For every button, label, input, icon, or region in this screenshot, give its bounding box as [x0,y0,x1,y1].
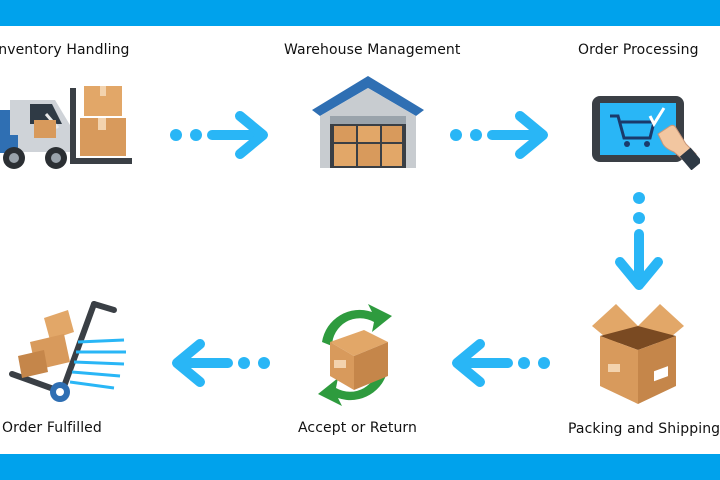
bottom-banner [0,454,720,480]
flow-arrow-down [615,192,663,290]
top-banner [0,0,720,26]
step-label-order-fulfilled: Order Fulfilled [2,420,102,436]
open-box-icon [592,304,684,404]
step-label-inventory-handling: Inventory Handling [0,42,130,58]
step-label-accept-or-return: Accept or Return [298,420,417,436]
step-label-order-processing: Order Processing [578,42,699,58]
step-label-warehouse-management: Warehouse Management [284,42,461,58]
flow-arrow-right-2 [450,111,548,159]
warehouse-icon [312,76,424,168]
flow-arrow-left-2 [172,339,270,387]
hand-truck-icon [9,301,126,402]
flow-arrow-left-1 [452,339,550,387]
recycle-box-icon [318,304,392,406]
tablet-cart-icon [592,96,700,170]
forklift-icon [0,86,132,169]
step-label-packing-and-shipping: Packing and Shipping [568,421,720,437]
flow-arrow-right-1 [170,111,268,159]
